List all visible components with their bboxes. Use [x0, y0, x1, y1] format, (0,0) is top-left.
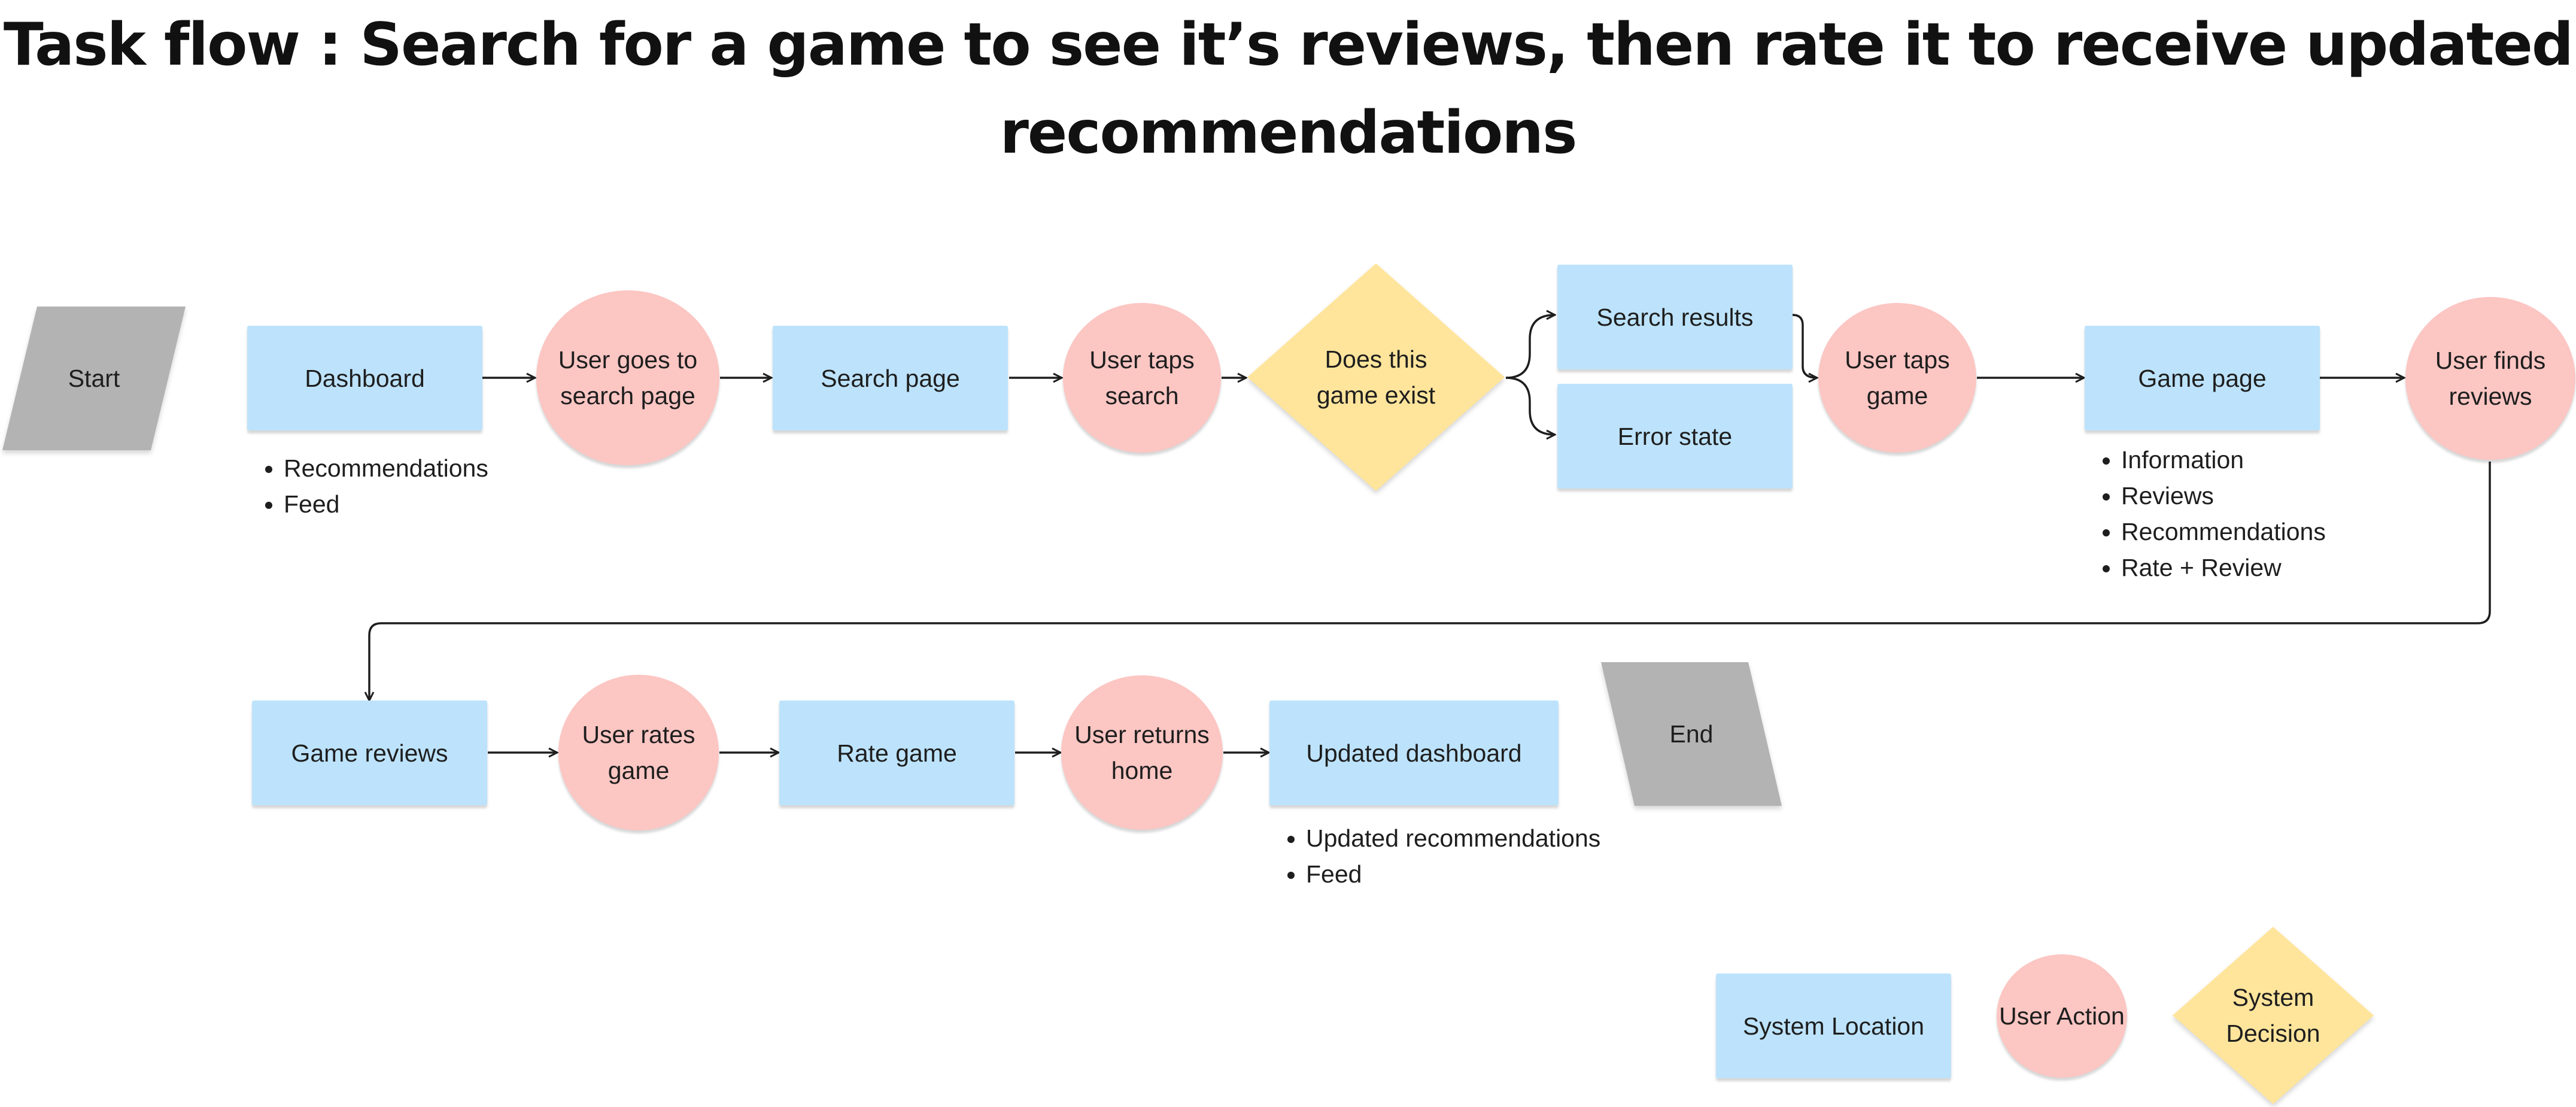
- game-exists-label-line: game exist: [1316, 381, 1436, 409]
- dashboard-label: Dashboard: [305, 364, 425, 392]
- dashboard-note-item: Feed: [284, 486, 488, 522]
- user-finds-reviews-node[interactable]: User finds reviews: [2405, 297, 2575, 460]
- game-exists-shape: [1247, 263, 1505, 491]
- user-rates-game-node[interactable]: User rates game: [558, 675, 719, 830]
- game-page-note-item: Information: [2121, 442, 2326, 478]
- user-goes-label-line: User goes: [558, 346, 670, 374]
- game-exists-label-line: Does this: [1325, 345, 1427, 373]
- end-label: End: [1669, 720, 1714, 748]
- user-goes-label-line: page: [640, 382, 695, 410]
- legend-system-location: System Location: [1716, 973, 1951, 1078]
- user-returns-home-label-line: User: [1074, 721, 1126, 748]
- user-returns-home-node[interactable]: User returns home: [1061, 675, 1223, 830]
- game-page-node[interactable]: Game page: [2085, 326, 2320, 430]
- updated-dashboard-note-item: Updated recommendations: [1306, 820, 1600, 856]
- arrow-decision-to-search-results: [1505, 315, 1555, 379]
- legend-user-action-label-line: Action: [2056, 1002, 2125, 1030]
- user-taps-search-node[interactable]: User taps search: [1063, 303, 1221, 453]
- user-goes-label-line: to search: [560, 346, 698, 410]
- legend-system-decision-shape: [2173, 927, 2374, 1104]
- game-page-label: Game page: [2138, 364, 2267, 392]
- legend-user-action-label-line: User: [1999, 1002, 2051, 1030]
- updated-dashboard-label: Updated dashboard: [1306, 739, 1522, 767]
- legend-user-action: User Action: [1997, 954, 2127, 1078]
- game-page-note-item: Rate + Review: [2121, 550, 2326, 586]
- game-page-note-item: Reviews: [2121, 478, 2326, 514]
- dashboard-node[interactable]: Dashboard: [247, 326, 482, 430]
- user-rates-game-label-line: User rates: [582, 721, 695, 748]
- game-reviews-node[interactable]: Game reviews: [252, 700, 487, 805]
- search-page-node[interactable]: Search page: [773, 326, 1008, 430]
- legend-system-location-label: System Location: [1742, 1012, 1925, 1040]
- dashboard-notes: Recommendations Feed: [259, 450, 488, 522]
- user-goes-to-search-node[interactable]: User goes to search page: [536, 290, 719, 465]
- search-page-label: Search page: [821, 364, 960, 392]
- game-page-note-item: Recommendations: [2121, 514, 2326, 550]
- arrow-decision-to-error-state: [1505, 377, 1555, 435]
- arrow-user-finds-to-game-reviews: [369, 462, 2491, 700]
- search-results-label: Search results: [1596, 303, 1754, 331]
- end-terminal[interactable]: End: [1601, 662, 1782, 806]
- user-taps-search-label-line: User taps: [1089, 346, 1195, 374]
- legend-system-decision-label-line: System: [2232, 984, 2314, 1011]
- user-rates-game-label-line: game: [607, 757, 670, 784]
- user-taps-game-node[interactable]: User taps game: [1818, 303, 1976, 453]
- game-page-notes: Information Reviews Recommendations Rate…: [2096, 442, 2326, 586]
- user-returns-home-label-line: returns: [1133, 721, 1210, 748]
- user-returns-home-label-line: home: [1111, 757, 1173, 784]
- user-taps-search-label-line: search: [1105, 382, 1179, 410]
- game-exists-decision[interactable]: Does this game exist: [1247, 263, 1505, 491]
- start-label: Start: [68, 364, 120, 392]
- search-results-node[interactable]: Search results: [1557, 265, 1793, 369]
- user-finds-reviews-label-line: User finds: [2435, 347, 2546, 374]
- arrow-search-results-to-user-taps-game: [1792, 314, 1817, 378]
- start-terminal[interactable]: Start: [2, 307, 186, 450]
- error-state-label: Error state: [1617, 422, 1733, 450]
- updated-dashboard-note-item: Feed: [1306, 856, 1600, 892]
- dashboard-note-item: Recommendations: [284, 450, 488, 486]
- legend-system-decision: System Decision: [2173, 927, 2374, 1104]
- updated-dashboard-notes: Updated recommendations Feed: [1281, 820, 1600, 892]
- end-shape: [1601, 662, 1782, 806]
- diagram-title: Task flow : Search for a game to see it’…: [3, 11, 2574, 167]
- rate-game-label: Rate game: [837, 739, 957, 767]
- error-state-node[interactable]: Error state: [1557, 384, 1793, 489]
- user-taps-game-label-line: game: [1866, 382, 1928, 410]
- user-taps-game-label-line: User taps: [1845, 346, 1950, 374]
- start-shape: [2, 307, 186, 450]
- game-reviews-label: Game reviews: [291, 739, 448, 767]
- updated-dashboard-node[interactable]: Updated dashboard: [1269, 700, 1559, 805]
- user-finds-reviews-label-line: reviews: [2449, 383, 2532, 410]
- legend-system-decision-label-line: Decision: [2226, 1020, 2320, 1047]
- rate-game-node[interactable]: Rate game: [779, 700, 1014, 805]
